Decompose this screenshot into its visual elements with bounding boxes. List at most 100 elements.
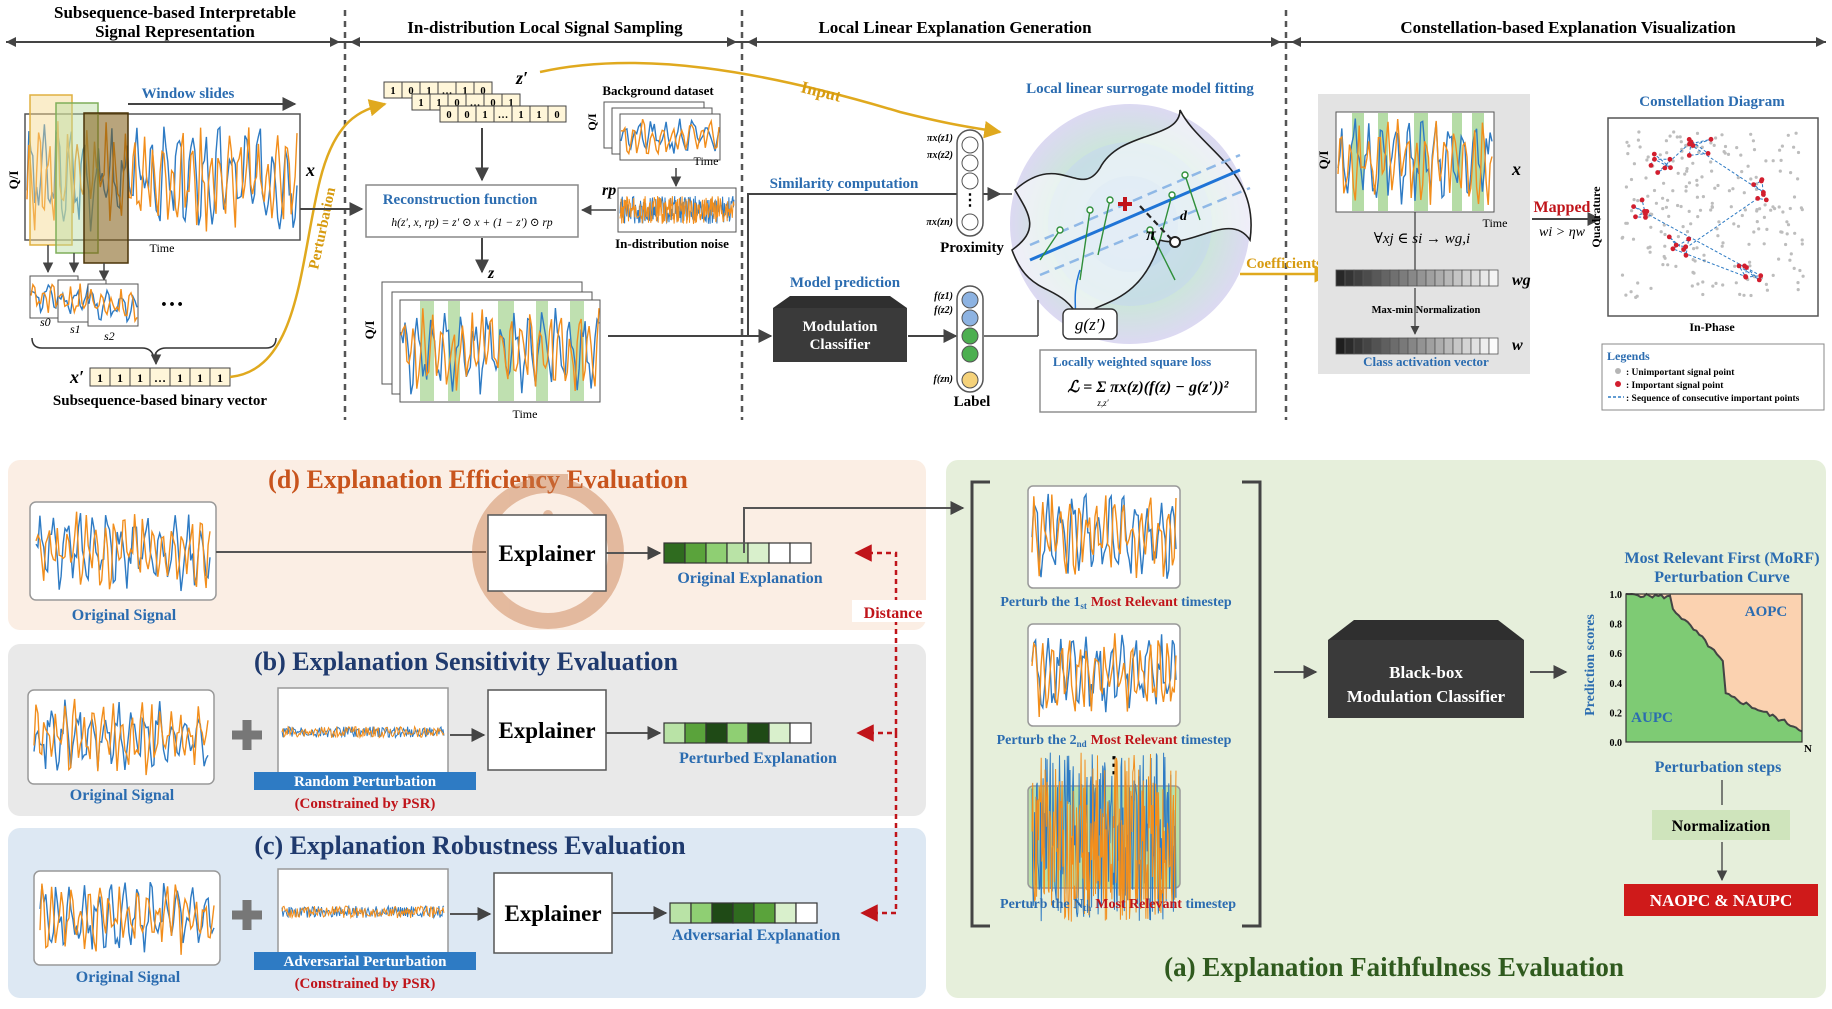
unimportant-point [1676,171,1680,175]
important-point [1686,153,1692,158]
proximity-label-n: πx(zn) [926,217,953,228]
unimportant-point [1691,258,1695,262]
perturb-wave-n [1031,752,1177,922]
label-fn: f(zn) [934,374,953,385]
unimportant-point [1638,145,1642,149]
signal-x-ylabel: Q/I [6,171,21,190]
loss-box [1039,349,1257,413]
zprime-cell-value: 0 [464,110,469,121]
unimportant-point [1778,169,1782,173]
unimportant-point [1667,214,1671,218]
unimportant-point [1784,242,1788,247]
unimportant-point [1779,158,1783,162]
important-point [1651,151,1657,157]
unimportant-point [1663,244,1667,248]
panel-c-explainer-label: Explainer [504,901,601,926]
unimportant-point [1691,161,1695,165]
unimportant-point [1779,230,1783,234]
unimportant-point [1652,188,1657,193]
explanation-cell [789,542,812,564]
important-point [1683,244,1689,250]
important-point [1736,263,1742,269]
unimportant-point [1748,260,1752,264]
unimportant-point [1732,222,1736,226]
unimportant-point [1661,263,1665,267]
unimportant-point [1723,151,1727,155]
binary-cell-value: 1 [117,371,123,385]
unimportant-point [1689,222,1693,226]
explanation-cell [669,902,692,924]
unimportant-point [1620,273,1625,277]
panel-c-constraint: (Constrained by PSR) [295,976,436,992]
result-box [1624,884,1818,916]
unimportant-point [1664,139,1668,143]
vector-cell [1416,337,1427,355]
unimportant-point [1717,220,1721,224]
unimportant-point [1771,273,1775,277]
unimportant-point [1711,284,1715,288]
unimportant-point [1789,171,1793,175]
important-point [1751,182,1756,188]
vector-cell [1398,337,1409,355]
unimportant-point [1666,263,1670,267]
loss-sub: z,z′ [1096,398,1109,408]
noise-line [619,195,735,225]
explanation-cell [711,902,734,924]
unimportant-point [1700,175,1704,179]
surrogate-title: Local linear surrogate model fitting [1026,81,1254,97]
important-point [1668,165,1673,171]
panel-d-explainer-label: Explainer [498,541,595,566]
unimportant-point [1769,208,1773,212]
important-point [1666,234,1672,240]
unimportant-point [1710,205,1714,209]
perturbed-samples-stack [381,281,601,403]
unimportant-point [1629,290,1633,294]
important-point [1759,177,1765,183]
unimportant-point [1649,286,1653,290]
unimportant-point [1800,208,1804,212]
unimportant-point [1796,177,1800,181]
proximity-label-1: πx(z1) [927,133,953,144]
morf-ylabel: Prediction scores [1583,614,1598,716]
binary-cell-value: 1 [137,371,143,385]
unimportant-point [1751,139,1755,143]
vector-cell [1362,337,1373,355]
unimportant-point [1687,181,1692,185]
unimportant-point [1800,242,1804,246]
unimportant-point [1712,143,1716,147]
wg-label: wg [1512,272,1531,289]
panel-b-sensitivity: (b) Explanation Sensitivity Evaluation O… [8,644,926,816]
unimportant-point [1763,203,1767,207]
vector-cell [1389,269,1400,287]
important-point [1673,242,1679,248]
unimportant-point [1714,136,1718,140]
explanation-cell [684,722,707,744]
unimportant-point [1671,159,1675,163]
unimportant-point [1625,140,1629,144]
unimportant-point [1709,160,1713,164]
important-point [1655,170,1661,175]
panel-d-signal-label: Original Signal [72,607,177,624]
noise-line [1031,752,1177,922]
unimportant-point [1777,257,1781,261]
unimportant-point [1710,169,1714,173]
unimportant-point [1666,198,1670,202]
cam-wave [1337,118,1493,206]
unimportant-point [1740,170,1744,174]
important-segment [1378,113,1388,211]
z-time: Time [513,407,538,421]
binary-cell-value: 1 [197,371,203,385]
panel-b-signal-wave [33,698,209,776]
unimportant-point [1665,151,1669,155]
unimportant-point [1742,191,1746,195]
important-point [1755,196,1761,201]
explanation-cell [753,902,776,924]
unimportant-point [1785,220,1789,224]
unimportant-point [1788,258,1792,262]
binary-vector-caption: Subsequence-based binary vector [53,393,268,409]
unimportant-point [1789,252,1793,256]
unimportant-point [1632,162,1636,166]
y-tick-label: 0.6 [1610,649,1623,660]
